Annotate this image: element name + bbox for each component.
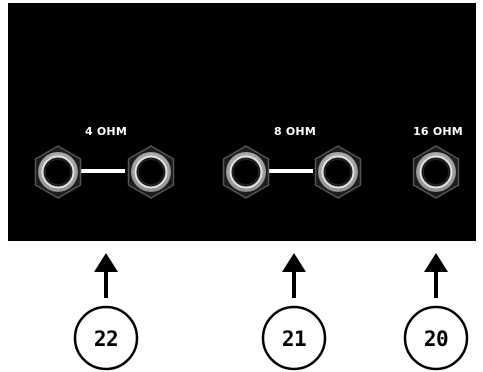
label-16-ohm: 16 OHM	[413, 125, 463, 138]
link-bar-8-ohm	[269, 169, 313, 173]
jack-16-ohm-icon	[412, 145, 460, 199]
speaker-output-panel: 4 OHM 8 OHM 16 OHM	[8, 3, 476, 241]
callout-number-21: 21	[281, 327, 307, 351]
callout-number-22: 22	[93, 327, 119, 351]
arrow-up-icon	[422, 251, 450, 300]
jack-8-ohm-right-icon	[314, 145, 362, 199]
callout-circle-20	[403, 305, 469, 371]
callout-circle-21	[261, 305, 327, 371]
label-4-ohm: 4 OHM	[85, 125, 127, 138]
link-bar-4-ohm	[81, 169, 125, 173]
callout-circle-22	[73, 305, 139, 371]
arrow-up-icon	[92, 251, 120, 300]
callout-number-20: 20	[423, 327, 449, 351]
jack-4-ohm-right-icon	[127, 145, 175, 199]
jack-4-ohm-left-icon	[34, 145, 82, 199]
arrow-up-icon	[280, 251, 308, 300]
jack-8-ohm-left-icon	[222, 145, 270, 199]
label-8-ohm: 8 OHM	[274, 125, 316, 138]
